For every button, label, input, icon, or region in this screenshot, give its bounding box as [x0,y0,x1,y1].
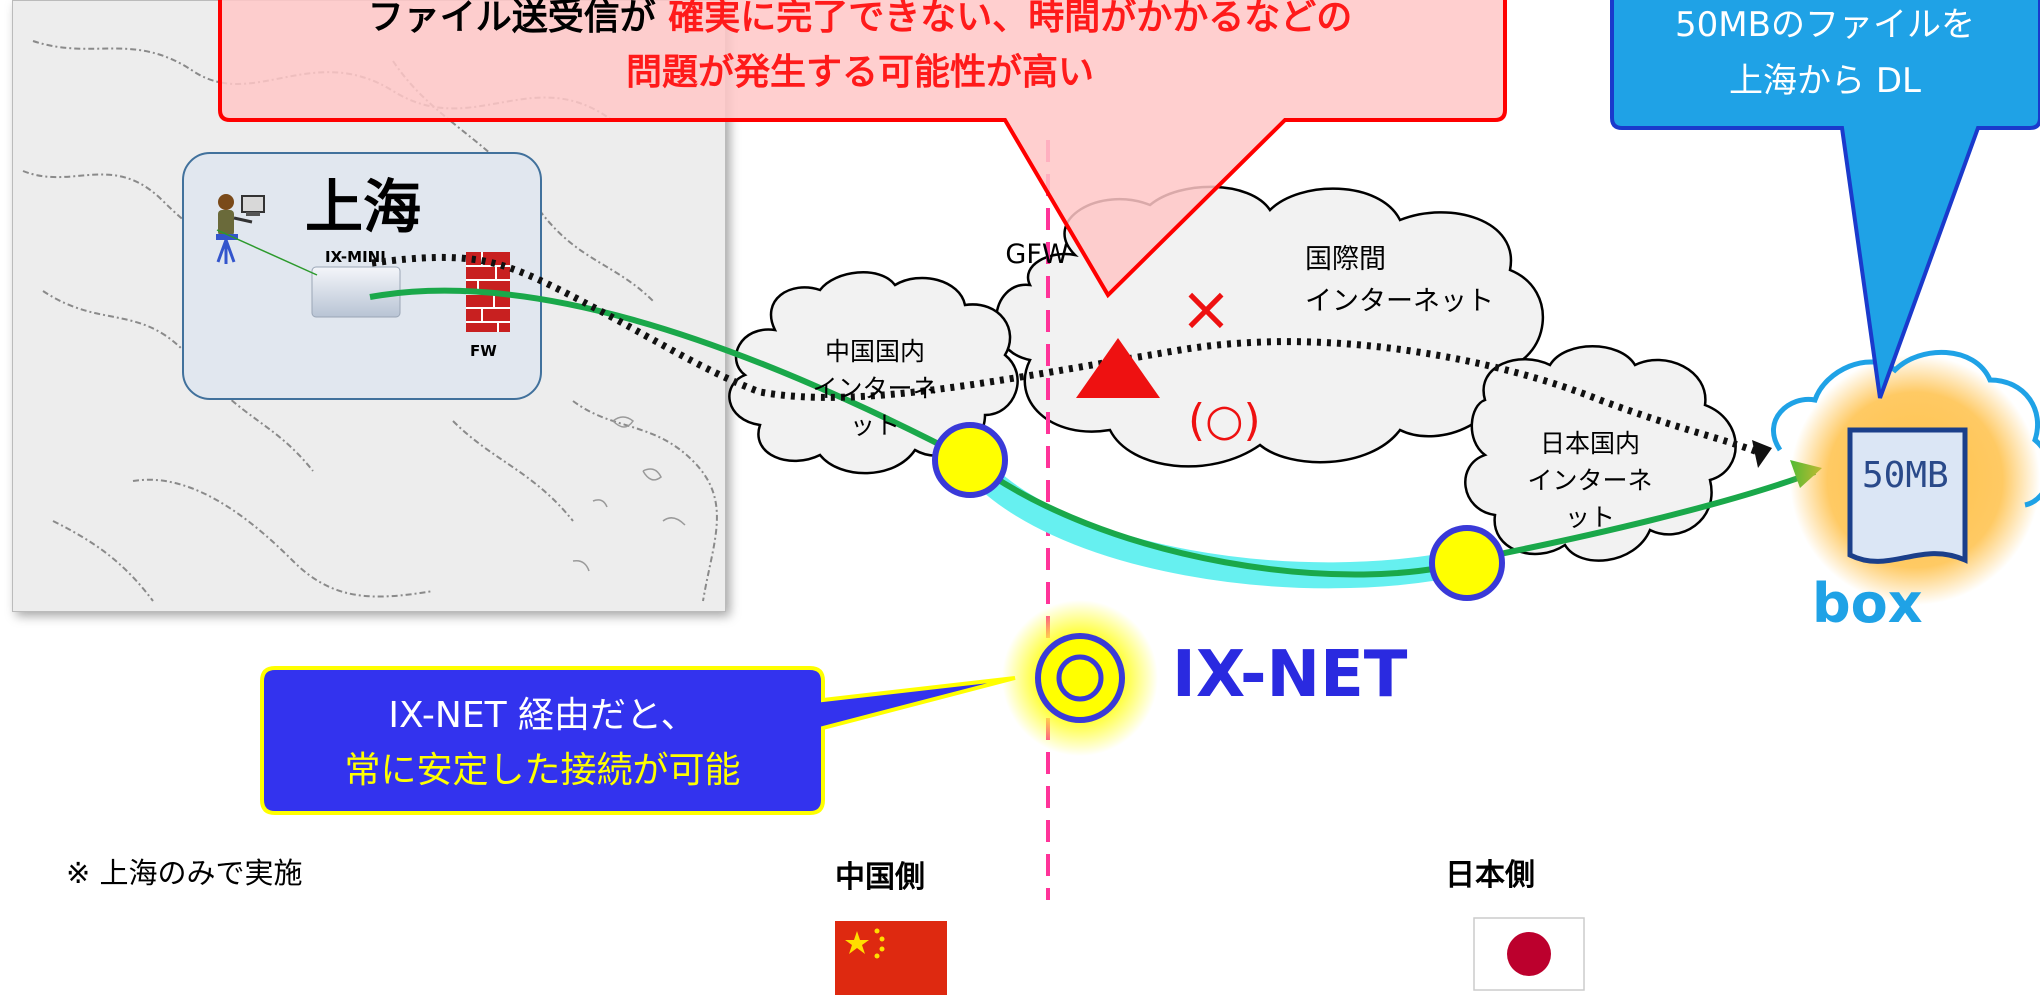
japan-internet-cloud [1464,345,1737,562]
gfw-label: GFW [1005,239,1069,270]
china-internet-cloud [728,271,1019,475]
intl-cloud-line2: インターネット [1305,286,1494,317]
green-route-line [369,287,1817,578]
warning-triangle-icon [1076,338,1160,398]
shanghai-title: 上海 [305,173,422,241]
china-side-label: 中国側 [835,860,925,895]
red-callout-line2: 問題が発生する可能性が高い [250,45,1470,101]
ixnet-callout-line1: IX-NET 経由だと、 [388,695,697,736]
japan-side-label: 日本側 [1445,858,1535,893]
box-cloud-outline [1771,349,2040,508]
operator-link-line [216,229,318,276]
blue-callout-line2: 上海から DL [1729,61,1921,101]
footnote: ※ 上海のみで実施 [66,856,303,890]
ixnet-callout-line2-text: 常に安定した接続が可能 [344,750,741,791]
japan-ixnet-node [1429,525,1505,601]
intl-cloud-line1: 国際間 [1305,244,1386,275]
public-internet-dotted-line [371,253,1767,459]
china-cloud-line1: 中国国内 [824,337,925,366]
operator-icon [216,194,265,264]
success-circle-mark: (○) [1188,395,1261,446]
red-callout-line1: ファイル送受信が 確実に完了できない、時間がかかるなどの [250,0,1470,46]
failure-cross-mark: × [1180,272,1232,345]
china-cloud-line2: インターネ [812,374,938,403]
red-callout-line1-prefix: ファイル送受信が [367,0,656,38]
blue-callout-line1: 50MBのファイルを [1675,5,1975,45]
file-size-label: 50MB [1862,455,1949,496]
china-cloud-line3: ット [849,411,900,440]
china-flag-icon [835,921,947,995]
ixnet-callout-line2: 常に安定した接続が可能 [275,745,810,797]
dotted-arrowhead [1752,440,1772,468]
box-label: box [1812,572,1923,635]
file-50mb-icon [1847,427,1968,564]
japan-flag-icon [1473,917,1585,991]
red-callout-line2-text: 問題が発生する可能性が高い [625,52,1094,93]
japan-cloud-line1: 日本国内 [1539,429,1640,458]
china-ixnet-node [932,422,1008,498]
ix-mini-label: IX-MINI [325,248,386,266]
ixnet-inner-ring [1056,654,1104,702]
ixnet-label: IX-NET [1172,638,1408,712]
japan-cloud-line3: ット [1564,503,1615,532]
japan-cloud-line2: インターネ [1527,466,1653,495]
red-callout-line1-highlight: 確実に完了できない、時間がかかるなどの [668,0,1353,38]
fw-label: FW [470,342,497,360]
